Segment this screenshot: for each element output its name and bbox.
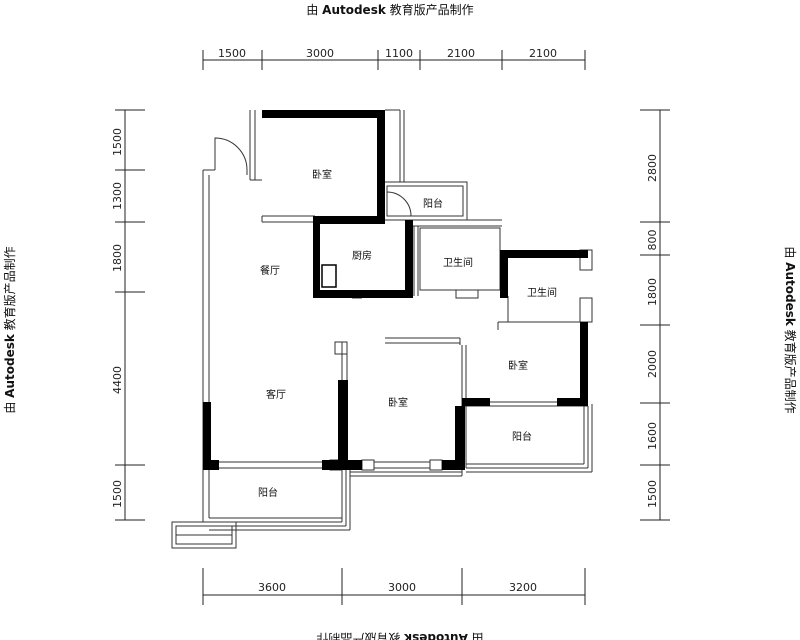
- room-bedroom-right: 卧室: [508, 359, 528, 372]
- room-bedroom-middle: 卧室: [388, 396, 408, 409]
- room-bedroom-top: 卧室: [312, 168, 332, 181]
- dim-top-5: 2100: [529, 47, 557, 60]
- room-balcony-right: 阳台: [512, 430, 532, 443]
- dim-right-2: 800: [646, 230, 659, 251]
- dim-right-6: 1500: [646, 480, 659, 508]
- plan-walls: [203, 110, 588, 470]
- dim-top-3: 1100: [385, 47, 413, 60]
- dim-left-1: 1500: [111, 128, 124, 156]
- room-kitchen: 厨房: [352, 249, 372, 262]
- dim-left-2: 1300: [111, 182, 124, 210]
- dim-right-5: 1600: [646, 422, 659, 450]
- watermark-bottom: 由 Autodesk 教育版产品制作: [316, 631, 483, 640]
- dimension-right: 2800 800 1800 2000 1600 1500: [640, 109, 670, 521]
- dim-left-4: 4400: [111, 366, 124, 394]
- dim-top-1: 1500: [218, 47, 246, 60]
- dim-top-2: 3000: [306, 47, 334, 60]
- watermark-top: 由 Autodesk 教育版产品制作: [306, 2, 473, 17]
- dim-left-5: 1500: [111, 480, 124, 508]
- dimension-bottom: 3600 3000 3200: [202, 568, 586, 605]
- room-labels: 卧室 阳台 厨房 卫生间 卫生间 餐厅 客厅 卧室 卧室 阳台 阳台: [258, 168, 557, 499]
- room-bathroom-2: 卫生间: [527, 286, 557, 299]
- room-balcony-bottom: 阳台: [258, 486, 278, 499]
- dim-top-4: 2100: [447, 47, 475, 60]
- dim-left-3: 1800: [111, 244, 124, 272]
- room-living: 客厅: [266, 388, 286, 401]
- room-bathroom-1: 卫生间: [443, 256, 473, 269]
- dim-bottom-3: 3200: [509, 581, 537, 594]
- watermark-right: 由 Autodesk 教育版产品制作: [783, 246, 798, 413]
- dim-right-3: 1800: [646, 278, 659, 306]
- watermark-left: 由 Autodesk 教育版产品制作: [2, 246, 17, 413]
- dim-bottom-1: 3600: [258, 581, 286, 594]
- dim-right-4: 2000: [646, 350, 659, 378]
- dimension-top: 1500 3000 1100 2100 2100: [202, 47, 586, 70]
- room-balcony-top: 阳台: [423, 197, 443, 210]
- dim-right-1: 2800: [646, 154, 659, 182]
- room-dining: 餐厅: [260, 264, 280, 277]
- dimension-left: 1500 1300 1800 4400 1500: [111, 109, 145, 521]
- dim-bottom-2: 3000: [388, 581, 416, 594]
